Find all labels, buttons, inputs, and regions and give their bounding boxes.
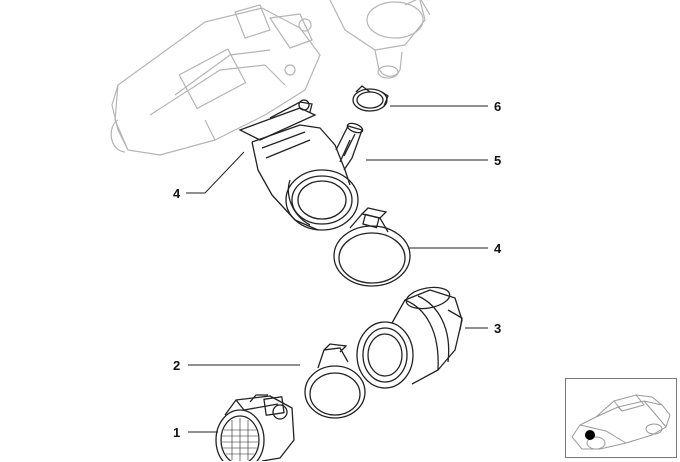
intake-boot <box>251 122 364 231</box>
leader-lines <box>186 105 488 433</box>
ghost-air-pipe <box>329 0 431 79</box>
car-locator-icon <box>571 394 671 450</box>
lower-hose-clamp <box>333 207 411 287</box>
callout-1: 1 <box>173 425 181 440</box>
air-mass-meter <box>215 394 295 461</box>
ghost-throttle-body <box>110 4 321 156</box>
car-locator-inset <box>565 378 677 458</box>
callout-6: 6 <box>494 99 502 114</box>
location-marker <box>585 430 595 440</box>
small-hose-clamp <box>352 85 389 112</box>
leader-4a <box>186 151 245 194</box>
callout-3: 3 <box>494 321 502 336</box>
callout-2: 2 <box>173 358 181 373</box>
upper-hose-clamp <box>238 99 317 141</box>
meter-grille <box>222 418 258 461</box>
callout-5: 5 <box>494 153 502 168</box>
callout-4-upper: 4 <box>173 186 181 201</box>
callout-4-lower: 4 <box>494 241 502 256</box>
rubber-sleeve <box>356 286 463 389</box>
mid-hose-clamp <box>304 343 366 419</box>
